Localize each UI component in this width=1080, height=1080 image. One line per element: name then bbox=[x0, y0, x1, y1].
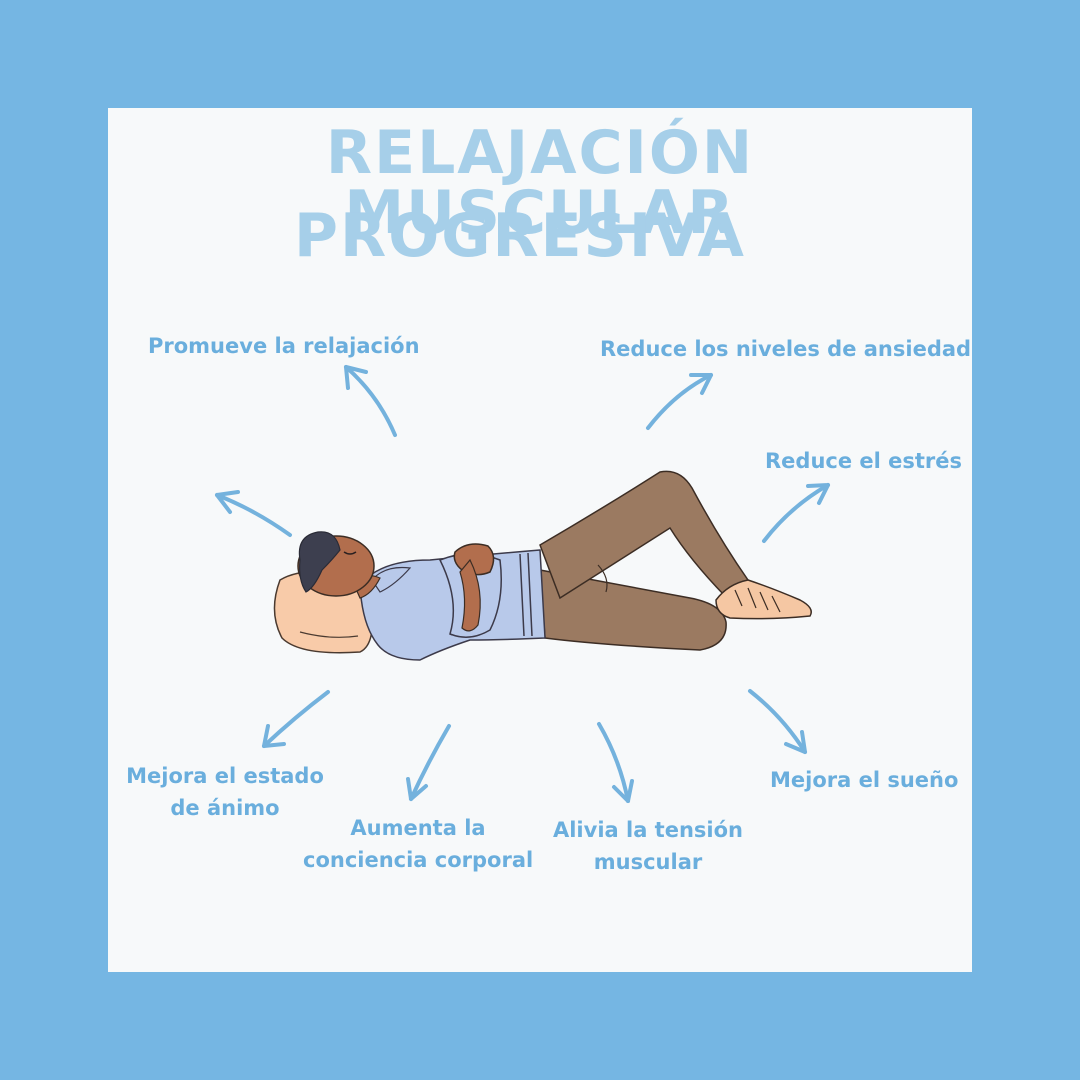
label-conciencia-line2: conciencia corporal bbox=[303, 848, 534, 872]
back-leg bbox=[539, 569, 727, 651]
label-tension-line2: muscular bbox=[593, 850, 703, 874]
label-mejora-sueno: Mejora el sueño bbox=[770, 768, 959, 792]
label-conciencia-line1: Aumenta la bbox=[350, 816, 486, 840]
raised-leg bbox=[539, 470, 750, 600]
arrow-sueno bbox=[748, 689, 807, 754]
arrow-promueve bbox=[344, 365, 397, 437]
label-mejora-animo: Mejora el estado de ánimo bbox=[120, 760, 330, 824]
arrow-animo bbox=[262, 690, 330, 748]
person-illustration bbox=[273, 470, 812, 661]
hair bbox=[298, 531, 341, 593]
label-alivia-tension: Alivia la tensión muscular bbox=[548, 814, 748, 878]
arrow-estres bbox=[762, 483, 830, 543]
title-line-2: PROGRESIVA bbox=[294, 201, 746, 271]
label-reduce-estres: Reduce el estrés bbox=[765, 449, 963, 473]
arrow-ansiedad bbox=[646, 373, 713, 430]
arrow-conciencia bbox=[406, 724, 451, 801]
arrow-tension bbox=[597, 722, 634, 803]
label-promueve-relajacion: Promueve la relajación bbox=[148, 334, 420, 358]
label-reduce-ansiedad: Reduce los niveles de ansiedad bbox=[600, 337, 972, 361]
label-mejora-animo-line1: Mejora el estado bbox=[126, 764, 324, 788]
label-conciencia-corporal: Aumenta la conciencia corporal bbox=[303, 812, 533, 876]
title-line-1: RELAJACIÓN MUSCULAR bbox=[325, 118, 755, 248]
label-mejora-animo-line2: de ánimo bbox=[170, 796, 280, 820]
label-tension-line1: Alivia la tensión bbox=[552, 818, 743, 842]
content-panel: RELAJACIÓN MUSCULAR PROGRESIVA bbox=[108, 108, 972, 972]
arrow-left bbox=[215, 490, 292, 537]
